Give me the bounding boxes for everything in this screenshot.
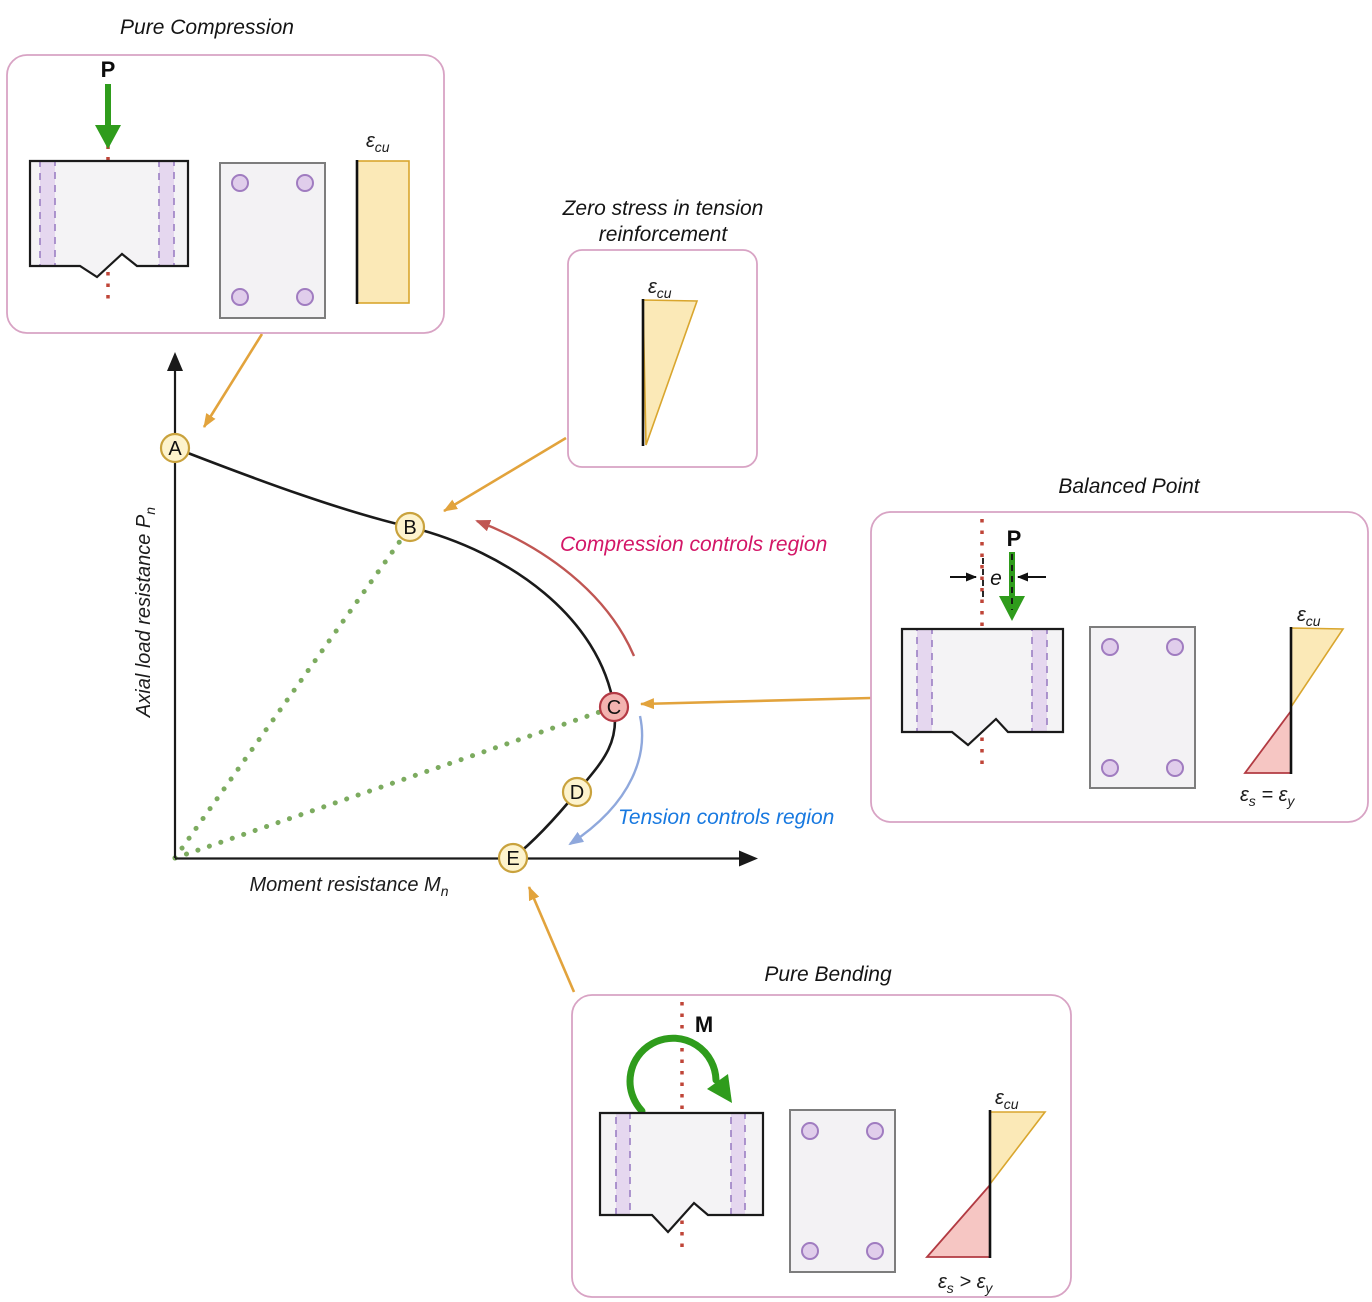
strain-triangle-compression bbox=[642, 299, 699, 446]
strain-label-es-eq-ey: εs = εy bbox=[1240, 784, 1295, 809]
callout-arrows bbox=[202, 333, 872, 993]
rebar-strip-icon bbox=[39, 160, 56, 267]
eccentricity-label: e bbox=[990, 567, 1002, 590]
rebar-icon bbox=[231, 174, 249, 192]
point-A-marker bbox=[159, 432, 191, 464]
load-arrowhead-icon bbox=[999, 596, 1025, 621]
rebar-icon bbox=[1166, 759, 1184, 777]
pure-bending-title: Pure Bending bbox=[764, 963, 892, 986]
rebar-icon bbox=[296, 288, 314, 306]
tension-region-label: Tension controls region bbox=[618, 806, 834, 829]
rebar-strip-icon bbox=[615, 1112, 631, 1216]
callout-zero-stress: Zero stress in tension reinforcement εcu bbox=[562, 197, 764, 468]
rebar-icon bbox=[1101, 759, 1119, 777]
point-C-label: C bbox=[607, 697, 621, 719]
arrow-balanced-point-to-C bbox=[640, 696, 872, 710]
arrow-pure-bending-to-E bbox=[527, 886, 576, 993]
strain-label-ecu: εcu bbox=[1297, 604, 1321, 629]
arrow-zero-stress-to-B bbox=[443, 436, 567, 513]
strain-label-ecu: εcu bbox=[995, 1087, 1019, 1112]
strain-block-uniform bbox=[356, 160, 410, 304]
eccentricity-ray-to-C bbox=[172, 704, 617, 861]
column-elevation-border bbox=[28, 159, 190, 279]
moment-label: M bbox=[695, 1012, 713, 1037]
callout-pure-compression: Pure Compression P εcu bbox=[6, 16, 445, 334]
strain-label-ecu: εcu bbox=[366, 130, 390, 155]
point-E-label: E bbox=[506, 848, 519, 870]
point-D-label: D bbox=[570, 782, 584, 804]
pure-compression-title: Pure Compression bbox=[120, 16, 294, 39]
point-B-marker bbox=[394, 511, 426, 543]
interaction-chart: Compression controls region Tension cont… bbox=[133, 352, 834, 899]
strain-label-ecu: εcu bbox=[648, 276, 672, 301]
point-C: C bbox=[598, 691, 630, 723]
strain-label-es-gt-ey: εs > εy bbox=[938, 1271, 993, 1296]
point-C-marker bbox=[598, 691, 630, 723]
arrow-pure-compression-to-A bbox=[202, 333, 264, 428]
rebar-icon bbox=[801, 1242, 819, 1260]
point-B-label: B bbox=[403, 517, 416, 539]
load-arrowhead-icon bbox=[95, 125, 121, 149]
axial-load-label: P bbox=[1007, 526, 1022, 551]
column-elevation bbox=[902, 629, 1063, 745]
rebar-icon bbox=[1101, 638, 1119, 656]
callout-balanced-point: Balanced Point P e εcu εs = εy bbox=[870, 475, 1369, 823]
rebar-icon bbox=[801, 1122, 819, 1140]
rebar-icon bbox=[296, 174, 314, 192]
y-axis-label: Axial load resistance Pn bbox=[133, 507, 158, 718]
rebar-icon bbox=[866, 1122, 884, 1140]
point-D-marker bbox=[561, 776, 593, 808]
x-axis-label: Moment resistance Mn bbox=[250, 874, 449, 899]
y-axis-arrowhead-icon bbox=[167, 352, 183, 371]
callout-pure-bending: Pure Bending M εcu εs > εy bbox=[571, 963, 1072, 1298]
interaction-curve bbox=[174, 446, 617, 860]
rebar-strip-icon bbox=[158, 160, 175, 267]
zero-stress-title-line1: Zero stress in tension bbox=[562, 197, 764, 220]
axial-load-label: P bbox=[101, 57, 116, 82]
x-axis-arrowhead-icon bbox=[739, 850, 758, 867]
compression-region-label: Compression controls region bbox=[560, 533, 827, 556]
point-E: E bbox=[497, 842, 529, 874]
rebar-strip-icon bbox=[730, 1112, 746, 1216]
rebar-icon bbox=[866, 1242, 884, 1260]
tension-region-arrow bbox=[568, 715, 644, 846]
moment-arrowhead-icon bbox=[707, 1074, 732, 1103]
point-D: D bbox=[561, 776, 593, 808]
point-E-marker bbox=[497, 842, 529, 874]
balanced-point-title: Balanced Point bbox=[1058, 475, 1200, 498]
compression-region-arrow bbox=[475, 519, 636, 657]
column-elevation-border bbox=[900, 627, 1065, 747]
rebar-strip-icon bbox=[1031, 628, 1048, 733]
point-B: B bbox=[394, 511, 426, 543]
eccentricity-ray-to-B bbox=[172, 524, 413, 861]
point-A-label: A bbox=[168, 438, 182, 460]
rebar-icon bbox=[231, 288, 249, 306]
point-A: A bbox=[159, 432, 191, 464]
moment-arrow-icon bbox=[626, 1034, 720, 1115]
column-elevation-border bbox=[598, 1111, 765, 1234]
column-elevation bbox=[30, 161, 188, 277]
rebar-icon bbox=[1166, 638, 1184, 656]
rebar-strip-icon bbox=[916, 628, 933, 733]
zero-stress-title-line2: reinforcement bbox=[599, 223, 729, 246]
column-elevation bbox=[600, 1113, 763, 1232]
